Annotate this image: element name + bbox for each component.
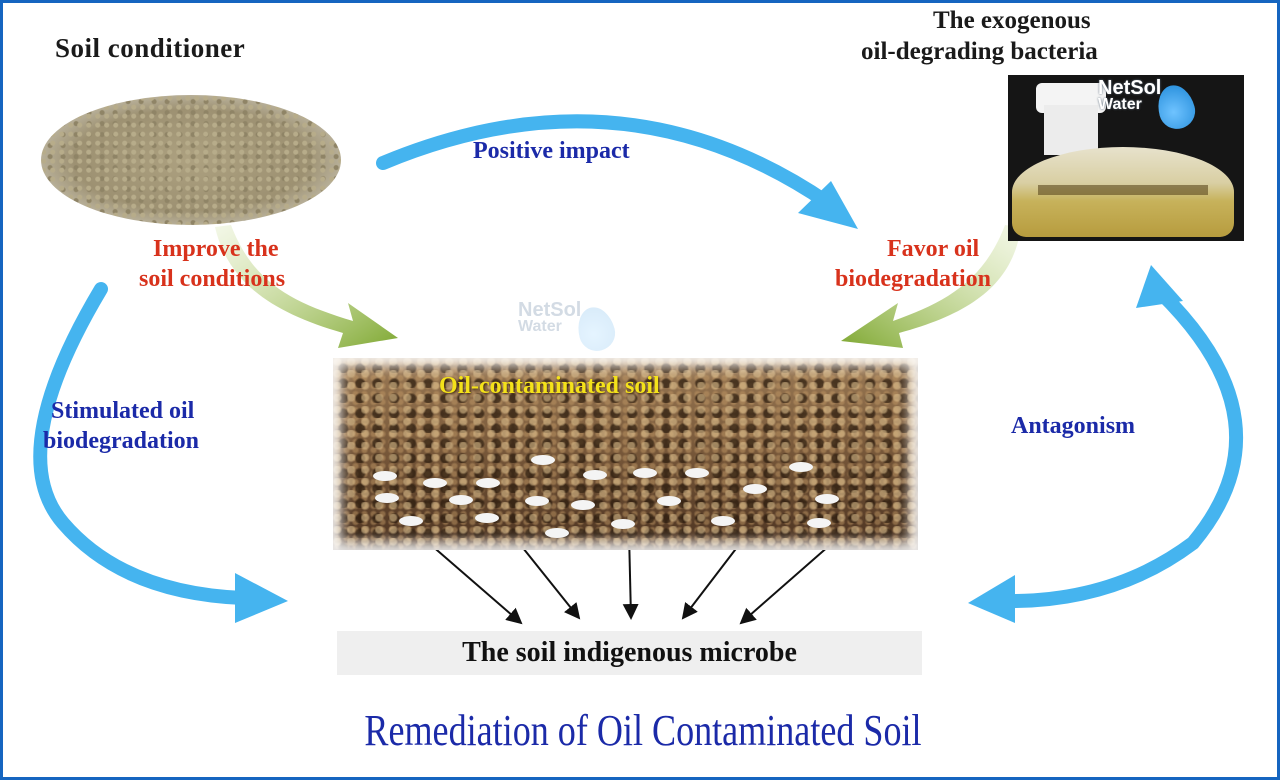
microbe-dot	[545, 528, 569, 538]
watermark-brand-2: Water	[1098, 96, 1142, 113]
microbe-dot	[611, 519, 635, 529]
oil-contaminated-soil-photo	[333, 358, 918, 550]
microbe-arrow-1	[422, 537, 523, 625]
soil-conditioner-label: Soil conditioner	[55, 33, 246, 63]
favor-biodegradation-label-line2: biodegradation	[835, 266, 992, 292]
positive-impact-arrowhead	[798, 181, 858, 229]
watermark-brand-1: NetSol	[1098, 77, 1162, 99]
netsol-watermark-logo: NetSol Water	[1098, 77, 1200, 133]
microbe-dot	[476, 478, 500, 488]
microbe-dot	[743, 484, 767, 494]
stimulated-label-line2: biodegradation	[43, 428, 200, 454]
improve-soil-label-line2: soil conditions	[139, 266, 286, 292]
flask-label-strip	[1038, 185, 1208, 195]
stimulated-label-line1: Stimulated oil	[51, 398, 195, 424]
microbe-dot	[583, 470, 607, 480]
positive-impact-label: Positive impact	[473, 138, 630, 164]
improve-soil-label-line1: Improve the	[153, 236, 279, 262]
indigenous-microbe-box: The soil indigenous microbe	[337, 631, 922, 675]
microbe-dot	[657, 496, 681, 506]
positive-impact-arrow	[376, 114, 835, 210]
microbe-dot	[475, 513, 499, 523]
bacteria-flask-photo	[1008, 75, 1244, 241]
watermark-center-brand-2: Water	[518, 318, 562, 335]
microbe-dot	[789, 462, 813, 472]
netsol-watermark-center: NetSol Water	[518, 299, 620, 355]
microbe-dot	[633, 468, 657, 478]
antagonism-arrowhead-bottom	[968, 575, 1015, 623]
microbe-arrow-5	[739, 537, 839, 625]
microbe-dot	[423, 478, 447, 488]
soil-conditioner-photo	[41, 95, 341, 225]
microbe-dot	[807, 518, 831, 528]
favor-biodegradation-label-line1: Favor oil	[887, 236, 980, 262]
microbe-dot	[685, 468, 709, 478]
flask-neck	[1044, 105, 1098, 155]
improve-arrow	[215, 225, 398, 348]
indigenous-microbe-label: The soil indigenous microbe	[462, 637, 797, 668]
bacteria-title-line2: oil-degrading bacteria	[861, 38, 1098, 65]
microbe-dot	[449, 495, 473, 505]
stimulated-arrow	[33, 282, 250, 605]
bacteria-title-line1: The exogenous	[933, 7, 1091, 34]
microbe-dot	[525, 496, 549, 506]
favor-arrow	[841, 225, 1021, 348]
stimulated-arrowhead	[235, 573, 288, 623]
antagonism-arrow	[996, 286, 1244, 609]
microbe-dot	[375, 493, 399, 503]
microbe-dot	[571, 500, 595, 510]
antagonism-arrowhead-top	[1136, 265, 1183, 308]
antagonism-label: Antagonism	[1011, 413, 1136, 439]
microbe-dot	[373, 471, 397, 481]
microbe-dot	[399, 516, 423, 526]
oil-contaminated-soil-label: Oil-contaminated soil	[439, 373, 660, 399]
microbe-dot	[711, 516, 735, 526]
watermark-center-brand-1: NetSol	[518, 299, 582, 321]
diagram-caption: Remediation of Oil Contaminated Soil	[364, 706, 922, 755]
microbe-dot	[815, 494, 839, 504]
microbe-dot	[531, 455, 555, 465]
